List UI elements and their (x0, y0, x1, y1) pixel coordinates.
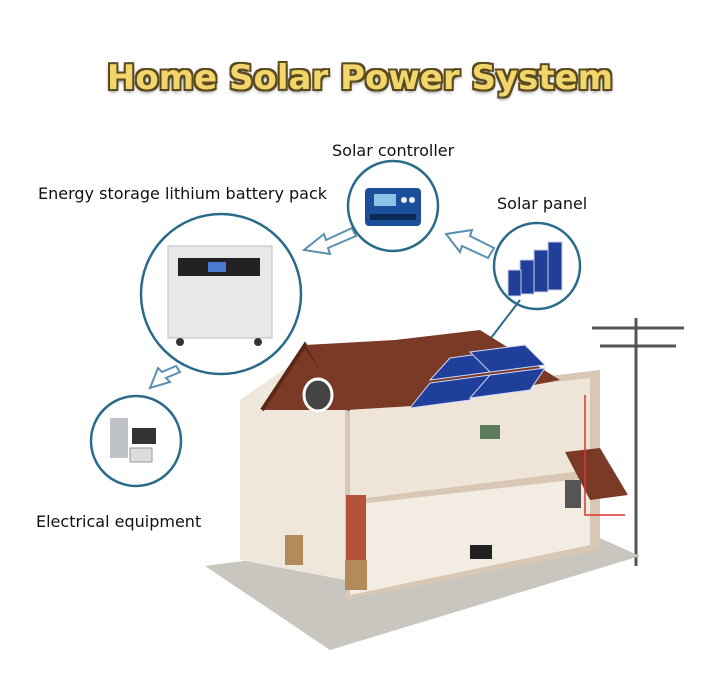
door (346, 495, 366, 575)
electrical-equipment-circle (89, 394, 183, 488)
roof-solar-panels (408, 344, 547, 409)
label-solar-controller: Solar controller (332, 141, 455, 160)
house (205, 330, 640, 650)
utility-pole (592, 318, 684, 566)
arrow-battery-to-equipment (148, 364, 182, 390)
solar-panel-circle (492, 221, 582, 311)
controller-icon (365, 188, 421, 226)
diagram-title: Home Solar Power System (106, 58, 614, 98)
battery-pack-circle (139, 212, 303, 376)
roof-side (565, 448, 628, 500)
wiring (584, 395, 625, 516)
inverter (565, 480, 581, 508)
tv (470, 545, 492, 559)
solar-panel-icon (507, 241, 563, 297)
arrow-panel-to-controller (444, 228, 496, 260)
arrow-controller-to-battery (301, 226, 358, 256)
flow-arrows (148, 226, 496, 390)
solar-controller-circle (346, 159, 440, 253)
label-battery-pack: Energy storage lithium battery pack (38, 184, 328, 203)
attic-window (302, 377, 334, 413)
appliances-icon (110, 418, 128, 458)
label-solar-panel: Solar panel (497, 194, 588, 213)
label-electrical-equipment: Electrical equipment (36, 512, 202, 531)
